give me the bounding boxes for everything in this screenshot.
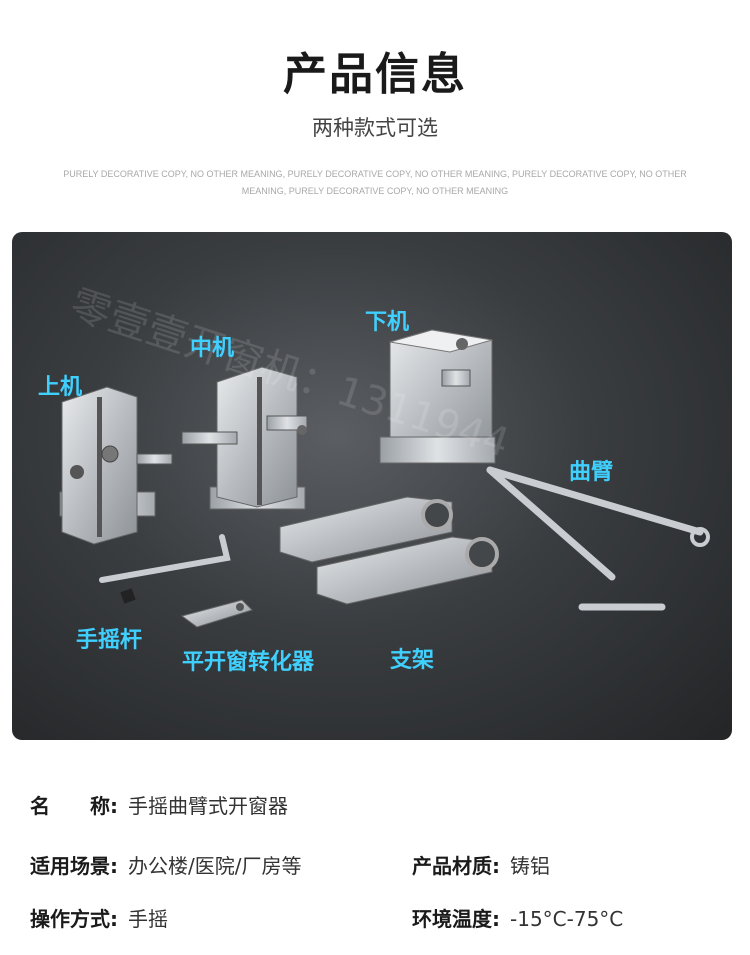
spec-operation: 操作方式: 手摇	[30, 903, 168, 932]
product-illustration	[59, 329, 710, 628]
spec-usage: 适用场景: 办公楼/医院/厂房等	[30, 850, 301, 879]
label-upper-unit: 上机	[38, 375, 83, 400]
curved-arm-shape	[486, 466, 710, 611]
lower-unit-shape	[379, 329, 496, 464]
spec-name: 名 称: 手摇曲臂式开窗器	[30, 790, 288, 819]
spec-name-key: 名 称:	[30, 794, 118, 818]
spec-material-key: 产品材质:	[412, 854, 500, 878]
spec-temperature-key: 环境温度:	[412, 907, 500, 931]
label-curved-arm: 曲臂	[569, 460, 614, 485]
spec-material: 产品材质: 铸铝	[412, 850, 550, 879]
spec-temperature: 环境温度: -15°C-75°C	[412, 903, 623, 932]
middle-unit-shape	[181, 366, 308, 510]
hand-crank-shape	[99, 534, 231, 583]
upper-unit-shape	[59, 386, 173, 545]
label-lower-unit: 下机	[365, 310, 410, 335]
label-bracket: 支架	[390, 648, 435, 673]
spec-name-value: 手摇曲臂式开窗器	[128, 794, 288, 818]
spec-usage-value: 办公楼/医院/厂房等	[128, 854, 302, 878]
spec-usage-key: 适用场景:	[30, 854, 118, 878]
spec-operation-value: 手摇	[128, 907, 168, 931]
decorative-text: PURELY DECORATIVE COPY, NO OTHER MEANING…	[63, 169, 687, 196]
product-photo: 零壹壹开窗机：1311944 上机 中机 下机 曲臂 手摇杆 平开窗转化器 支架	[12, 232, 732, 740]
label-hand-crank: 手摇杆	[76, 628, 143, 653]
label-converter: 平开窗转化器	[182, 650, 315, 675]
page-subtitle: 两种款式可选	[312, 116, 438, 140]
spec-material-value: 铸铝	[510, 854, 550, 878]
page-title: 产品信息	[283, 49, 467, 100]
converter-shape	[180, 599, 253, 628]
spec-operation-key: 操作方式:	[30, 907, 118, 931]
spec-temperature-value: -15°C-75°C	[510, 907, 624, 931]
bracket-shape	[279, 496, 499, 605]
label-middle-unit: 中机	[190, 336, 235, 361]
